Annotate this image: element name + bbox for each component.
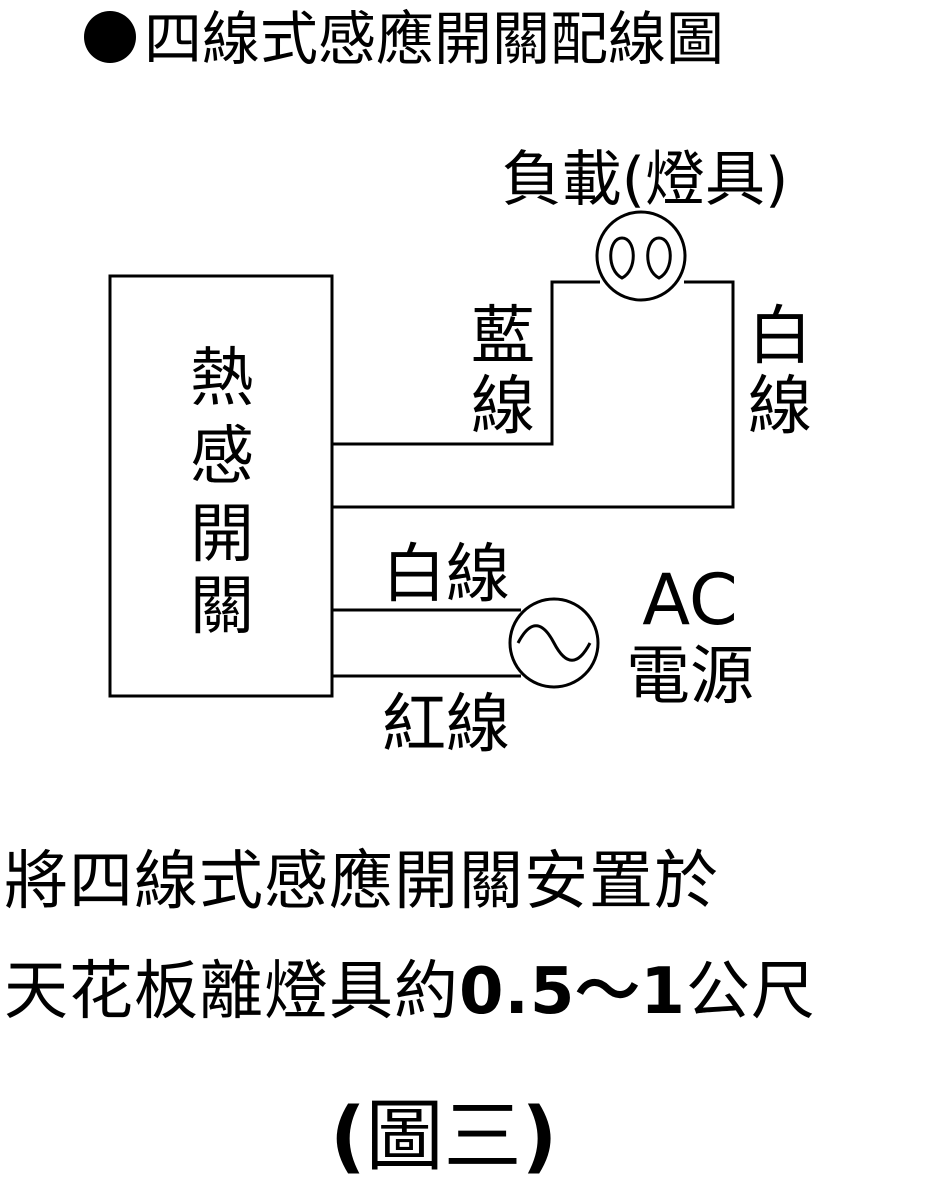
caption-unit: 公尺 xyxy=(685,955,816,1029)
bullet-dot xyxy=(84,11,136,63)
switch-label-2: 感 xyxy=(190,420,254,494)
white-wire-ac-label: 白線 xyxy=(382,538,510,612)
figure-open-paren: ( xyxy=(330,1092,366,1182)
caption-range: 0.5～1 xyxy=(459,955,686,1029)
white-wire-label-1: 白 xyxy=(748,300,812,374)
figure-label: (圖三) xyxy=(330,1098,557,1176)
white-wire-label-2: 線 xyxy=(748,370,812,444)
diagram-title: 四線式感應開關配線圖 xyxy=(84,4,724,74)
switch-box xyxy=(108,274,334,698)
title-text: 四線式感應開關配線圖 xyxy=(144,5,725,73)
ac-source-symbol xyxy=(508,597,600,689)
switch-label-4: 關 xyxy=(190,570,254,644)
caption-prefix: 天花板離燈具約 xyxy=(4,955,459,1029)
blue-wire xyxy=(332,280,600,446)
caption-line-2: 天花板離燈具約0.5～1公尺 xyxy=(4,960,816,1024)
figure-number: 圖三 xyxy=(365,1092,522,1182)
figure-close-paren: ) xyxy=(521,1092,558,1182)
load-label: 負載(燈具) xyxy=(502,145,789,215)
lamp-symbol xyxy=(595,210,687,302)
blue-wire-label-1: 藍 xyxy=(471,300,535,374)
ac-source-label: 電源 xyxy=(626,640,754,714)
switch-label-1: 熱 xyxy=(190,342,254,416)
white-wire-load xyxy=(332,280,735,509)
switch-label-3: 開 xyxy=(190,498,254,572)
red-wire-ac-label: 紅線 xyxy=(382,688,510,762)
ac-label: AC xyxy=(642,559,738,641)
blue-wire-label-2: 線 xyxy=(471,370,535,444)
caption-line-1: 將四線式感應開關安置於 xyxy=(4,845,719,919)
